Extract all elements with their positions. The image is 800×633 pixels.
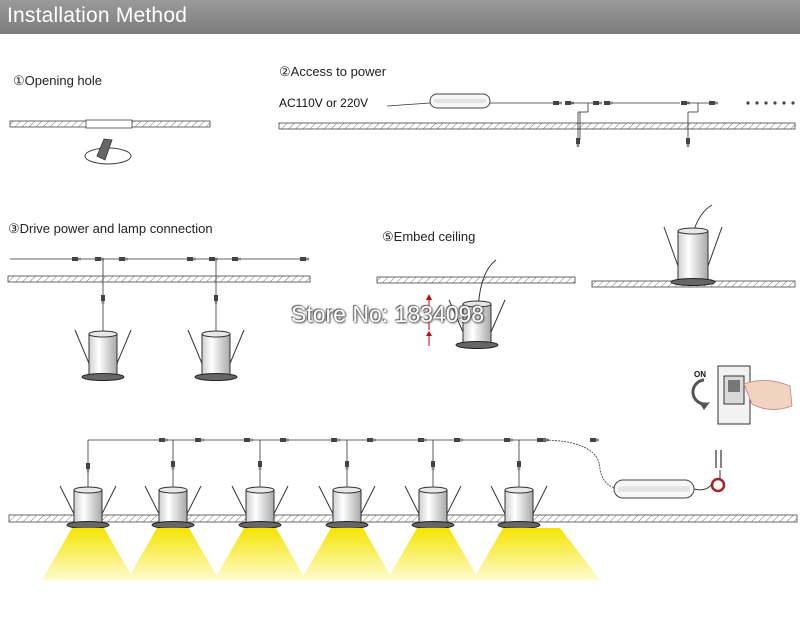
connector-icon xyxy=(431,461,435,470)
connector-icon xyxy=(209,257,218,261)
connector-icon xyxy=(709,101,718,105)
ceiling-step3 xyxy=(7,275,311,283)
rotate-arrow-icon xyxy=(700,402,710,410)
light-beam xyxy=(476,528,600,580)
connector-icon xyxy=(331,438,340,442)
continuation-dot xyxy=(773,101,777,105)
connector-icon xyxy=(195,438,204,442)
rotate-arrow-icon xyxy=(691,378,707,406)
connector-icon xyxy=(553,101,562,105)
ceiling-step5a xyxy=(376,276,576,284)
fixture-icon xyxy=(318,485,376,529)
light-beam xyxy=(214,528,306,580)
connector-icon xyxy=(187,257,196,261)
continuation-dot xyxy=(755,101,759,105)
power-label: AC110V or 220V xyxy=(279,96,369,110)
step1-label: ①Opening hole xyxy=(13,73,102,88)
page-title: Installation Method xyxy=(7,4,188,27)
hole-saw-icon xyxy=(96,138,113,161)
switch-icon xyxy=(717,365,751,425)
connector-icon xyxy=(454,438,463,442)
fixture-icon xyxy=(490,485,548,529)
connector-icon xyxy=(101,295,105,304)
fixture-icon xyxy=(448,299,506,349)
ceiling-step2 xyxy=(278,122,796,130)
connector-icon xyxy=(345,461,349,470)
fixture-icon xyxy=(74,329,132,381)
header-bar: Installation Method xyxy=(0,0,800,34)
connector-icon xyxy=(590,438,599,442)
connector-icon xyxy=(159,438,168,442)
driver-box-icon xyxy=(613,479,695,499)
connector-icon xyxy=(300,257,309,261)
step2-label: ②Access to power xyxy=(279,64,387,79)
fixture-icon xyxy=(144,485,202,529)
connector-icon xyxy=(232,257,241,261)
continuation-dot xyxy=(746,101,750,105)
connector-icon xyxy=(593,101,602,105)
ceiling-bottom xyxy=(8,514,798,523)
connector-icon xyxy=(244,438,253,442)
continuation-dot xyxy=(764,101,768,105)
light-beam xyxy=(387,528,479,580)
light-beam xyxy=(42,528,134,580)
supply-wire xyxy=(539,439,623,489)
fixture-icon xyxy=(59,485,117,529)
connector-icon xyxy=(504,438,513,442)
continuation-dot xyxy=(782,101,786,105)
connector-icon xyxy=(119,257,128,261)
continuation-dot xyxy=(791,101,795,105)
supply-wire xyxy=(693,483,713,491)
connector-icon xyxy=(280,438,289,442)
fixture-icon xyxy=(663,226,723,286)
hole-opening xyxy=(85,119,133,129)
connector-icon xyxy=(171,461,175,470)
fixture-icon xyxy=(404,485,462,529)
connector-icon xyxy=(95,257,104,261)
fixture-icon xyxy=(231,485,289,529)
connector-icon xyxy=(418,438,427,442)
step5-label: ⑤Embed ceiling xyxy=(382,229,476,244)
light-beam xyxy=(301,528,393,580)
connector-icon xyxy=(86,463,90,472)
watermark: Store No: 1834098 xyxy=(291,301,485,327)
connector-icon xyxy=(214,295,218,304)
connector-icon xyxy=(686,138,690,147)
light-beam xyxy=(127,528,219,580)
hand-icon xyxy=(743,380,793,410)
up-arrow-icon xyxy=(426,294,432,300)
connector-icon xyxy=(72,257,81,261)
driver-box-icon xyxy=(429,93,491,109)
up-arrow-icon xyxy=(426,331,432,336)
switch-on-label: ON xyxy=(694,370,706,379)
step3-label: ③Drive power and lamp connection xyxy=(8,221,213,236)
cable-coil-icon xyxy=(710,477,726,493)
connector-icon xyxy=(604,101,613,105)
fixture-icon xyxy=(187,329,245,381)
connector-icon xyxy=(517,461,521,470)
connector-icon xyxy=(367,438,376,442)
supply-wire xyxy=(693,204,713,231)
connector-icon xyxy=(576,138,580,147)
connector-icon xyxy=(258,461,262,470)
